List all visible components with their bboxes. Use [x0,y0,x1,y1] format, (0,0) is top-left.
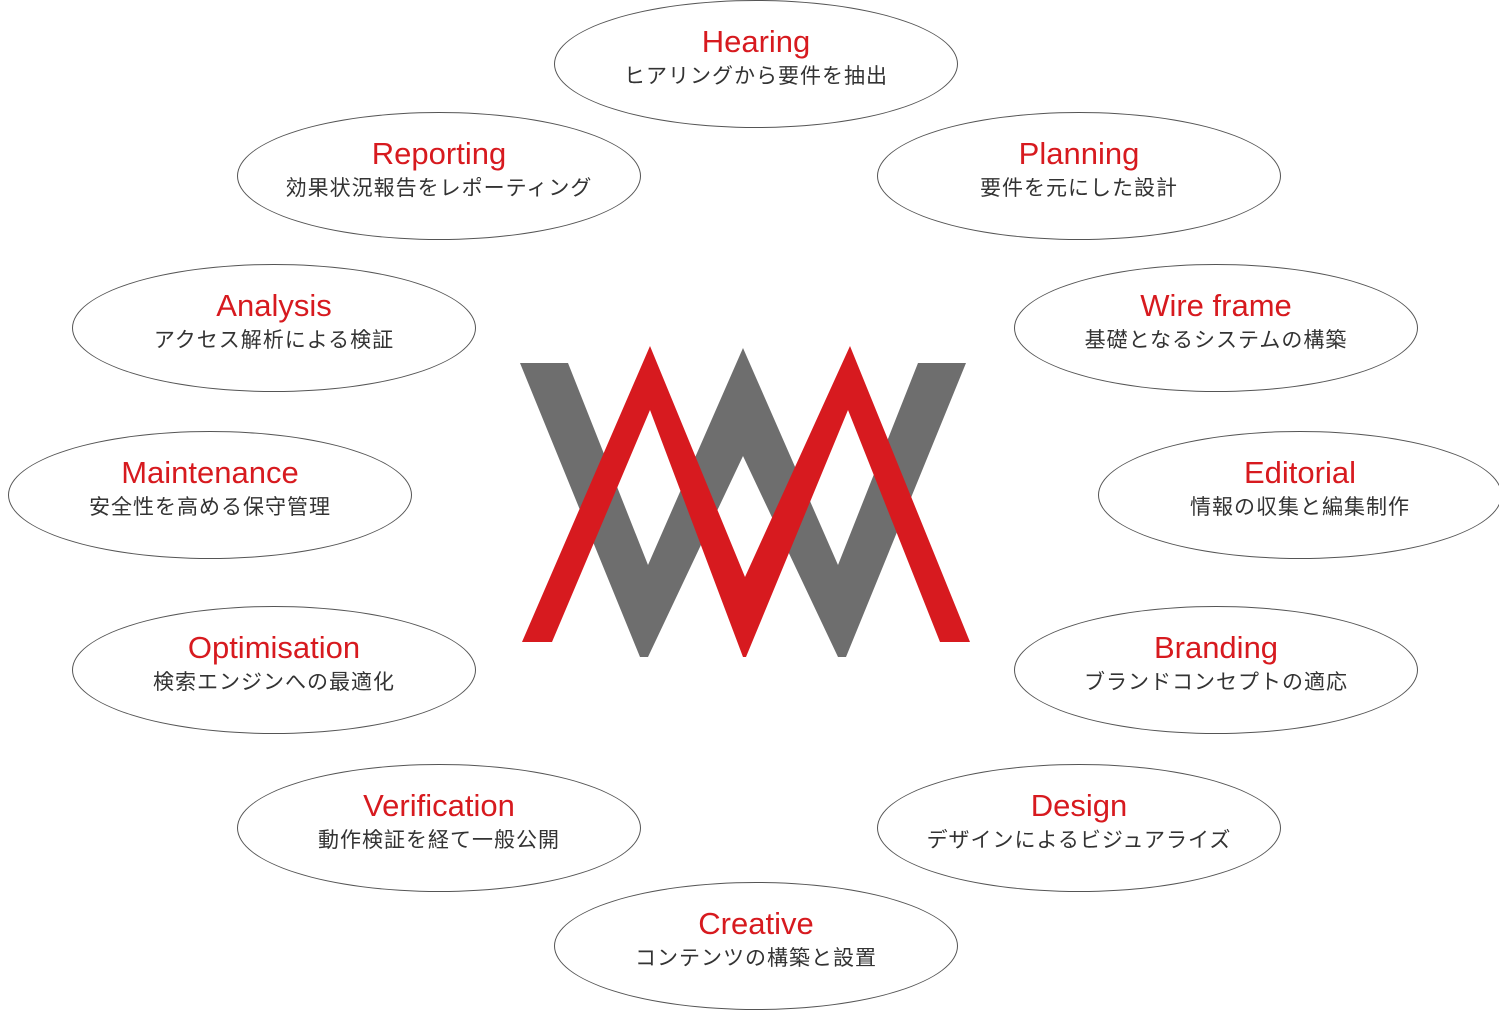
node-subtitle: アクセス解析による検証 [153,328,395,352]
node-verification: Verification 動作検証を経て一般公開 [237,764,641,892]
node-creative: Creative コンテンツの構築と設置 [554,882,958,1010]
logo-red-strand [522,346,970,657]
node-reporting: Reporting 効果状況報告をレポーティング [237,112,641,240]
node-branding: Branding ブランドコンセプトの適応 [1014,606,1418,734]
node-subtitle: 動作検証を経て一般公開 [318,828,560,852]
node-title: Editorial [1244,455,1356,490]
node-hearing: Hearing ヒアリングから要件を抽出 [554,0,958,128]
node-design: Design デザインによるビジュアライズ [877,764,1281,892]
node-subtitle: ヒアリングから要件を抽出 [624,64,888,88]
node-subtitle: ブランドコンセプトの適応 [1084,670,1348,694]
node-title: Reporting [371,136,507,171]
node-title: Branding [1153,630,1279,665]
node-title: Creative [698,906,814,941]
node-subtitle: コンテンツの構築と設置 [635,946,877,970]
node-optimisation: Optimisation 検索エンジンへの最適化 [72,606,476,734]
node-subtitle: 基礎となるシステムの構築 [1084,328,1348,352]
node-maintenance: Maintenance 安全性を高める保守管理 [8,431,412,559]
node-title: Verification [363,788,515,823]
node-editorial: Editorial 情報の収集と編集制作 [1098,431,1499,559]
node-wire-frame: Wire frame 基礎となるシステムの構築 [1014,264,1418,392]
node-subtitle: 安全性を高める保守管理 [89,495,331,519]
node-title: Hearing [701,24,811,59]
node-title: Optimisation [187,630,361,665]
node-subtitle: 情報の収集と編集制作 [1190,495,1410,519]
node-title: Planning [1018,136,1140,171]
node-subtitle: 検索エンジンへの最適化 [153,670,395,694]
node-title: Wire frame [1140,288,1292,323]
node-subtitle: 効果状況報告をレポーティング [285,176,593,200]
node-planning: Planning 要件を元にした設計 [877,112,1281,240]
node-subtitle: デザインによるビジュアライズ [926,828,1232,852]
node-analysis: Analysis アクセス解析による検証 [72,264,476,392]
node-title: Design [1030,788,1128,823]
node-subtitle: 要件を元にした設計 [980,176,1178,200]
node-title: Analysis [216,288,332,323]
logo-gray-strand [520,348,966,657]
node-title: Maintenance [121,455,299,490]
